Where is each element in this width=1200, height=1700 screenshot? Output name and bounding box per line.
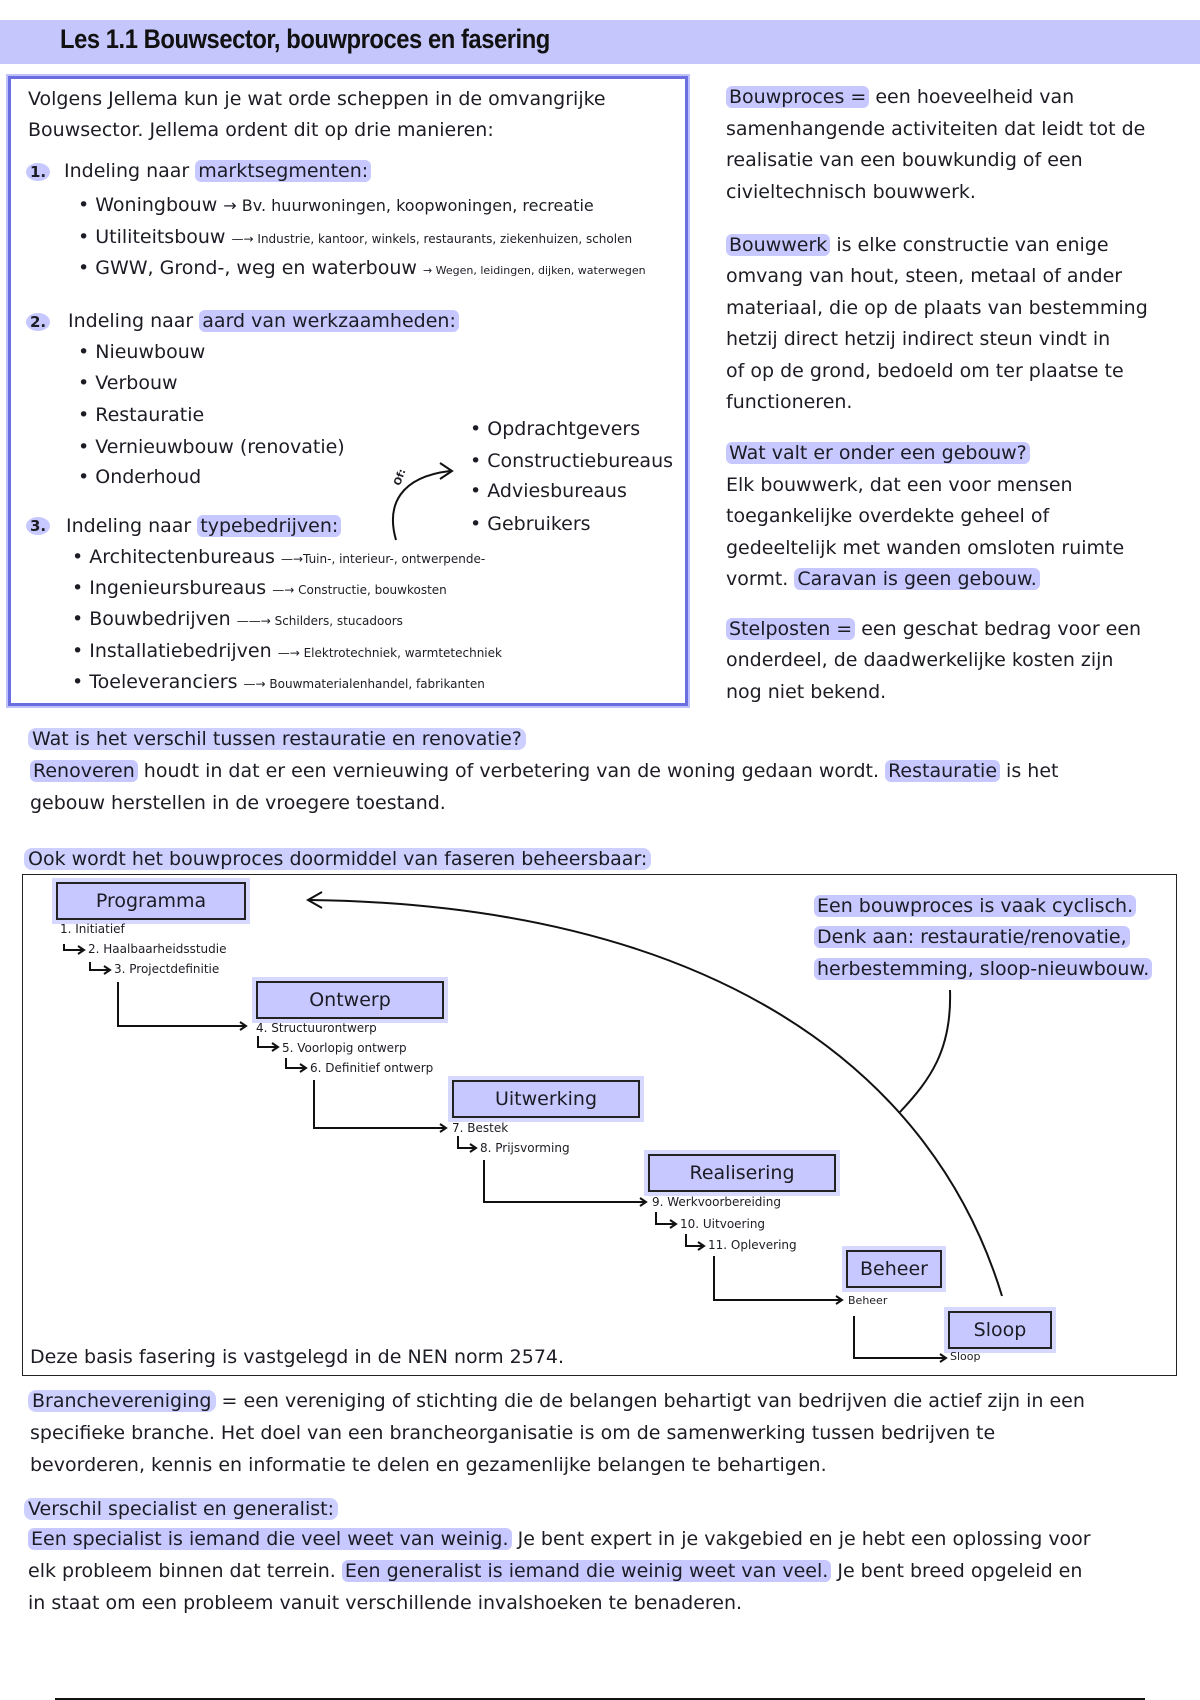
branche-term: Branchevereniging — [28, 1390, 216, 1412]
step-label: Beheer — [848, 1294, 888, 1307]
section-3-number: 3. — [26, 517, 51, 535]
gebouw-line: Elk bouwwerk, dat een voor mensen — [726, 474, 1073, 496]
title-bar — [0, 20, 1200, 64]
s2-item: • Onderhoud — [78, 466, 202, 488]
section-1-heading: Indeling naar marktsegmenten: — [64, 160, 372, 182]
restauratie-line-1: Renoveren houdt in dat er een vernieuwin… — [30, 760, 1058, 782]
s2-item: • Restauratie — [78, 404, 205, 426]
jellema-box — [8, 76, 688, 706]
gebouw-question: Wat valt er onder een gebouw? — [726, 442, 1030, 464]
s3-item: • Ingenieursbureaus —→ Constructie, bouw… — [72, 577, 447, 599]
phase-beheer: Beheer — [846, 1250, 942, 1288]
section-2-heading: Indeling naar aard van werkzaamheden: — [68, 310, 459, 332]
intro-line-1: Volgens Jellema kun je wat orde scheppen… — [28, 88, 606, 110]
bouwproces-line: samenhangende activiteiten dat leidt tot… — [726, 118, 1146, 140]
step-label: 8. Prijsvorming — [480, 1141, 570, 1155]
bottom-divider — [55, 1698, 1145, 1700]
fasering-diagram — [22, 874, 1177, 1376]
section-2-highlight: aard van werkzaamheden: — [199, 310, 459, 332]
bouwproces-line-1: Bouwproces = een hoeveelheid van — [726, 86, 1074, 108]
s2-item: • Verbouw — [78, 372, 178, 394]
stelposten-line: onderdeel, de daadwerkelijke kosten zijn — [726, 649, 1114, 671]
s3-item: • Installatiebedrijven —→ Elektrotechnie… — [72, 640, 502, 662]
bouwproces-term: Bouwproces = — [726, 86, 870, 108]
bouwproces-line: realisatie van een bouwkundig of een — [726, 149, 1083, 171]
fasering-heading: Ook wordt het bouwproces doormiddel van … — [24, 848, 652, 870]
section-1-highlight: marktsegmenten: — [195, 160, 372, 182]
bouwwerk-line: of op de grond, bedoeld om ter plaatse t… — [726, 360, 1124, 382]
s1-item: • Woningbouw → Bv. huurwoningen, koopwon… — [78, 194, 594, 216]
curved-arrow-icon — [391, 462, 454, 541]
side-item: • Gebruikers — [470, 513, 591, 535]
step-label: 11. Oplevering — [708, 1238, 797, 1252]
phase-programma: Programma — [56, 882, 246, 920]
step-label: Sloop — [950, 1350, 981, 1363]
section-1-number: 1. — [26, 163, 51, 181]
bouwwerk-line: hetzij direct hetzij indirect steun vind… — [726, 328, 1111, 350]
stelposten-term: Stelposten = — [726, 618, 856, 640]
step-label: 7. Bestek — [452, 1121, 509, 1135]
s3-item: • Architectenbureaus —→Tuin-, interieur-… — [72, 546, 486, 568]
branche-line: bevorderen, kennis en informatie te dele… — [30, 1454, 827, 1476]
section-3-heading: Indeling naar typebedrijven: — [66, 515, 342, 537]
side-item: • Adviesbureaus — [470, 480, 627, 502]
bouwwerk-term: Bouwwerk — [726, 234, 831, 256]
s1-item: • GWW, Grond-, weg en waterbouw → Wegen,… — [78, 257, 646, 279]
specialist-heading: Verschil specialist en generalist: — [24, 1498, 338, 1520]
step-label: 1. Initiatief — [60, 922, 125, 936]
step-label: 9. Werkvoorbereiding — [652, 1195, 781, 1209]
step-label: 6. Definitief ontwerp — [310, 1061, 434, 1075]
side-item: • Constructiebureaus — [470, 450, 674, 472]
side-item: • Opdrachtgevers — [470, 418, 641, 440]
nen-note: Deze basis fasering is vastgelegd in de … — [30, 1346, 565, 1368]
gebouw-line-last: vormt. Caravan is geen gebouw. — [726, 568, 1040, 590]
branche-line: specifieke branche. Het doel van een bra… — [30, 1422, 996, 1444]
bouwwerk-line: functioneren. — [726, 391, 853, 413]
stelposten-line: nog niet bekend. — [726, 681, 887, 703]
intro-line-2: Bouwsector. Jellema ordent dit op drie m… — [28, 119, 494, 141]
specialist-line-1: Een specialist is iemand die veel weet v… — [28, 1528, 1091, 1550]
phase-uitwerking: Uitwerking — [452, 1080, 640, 1118]
phase-ontwerp: Ontwerp — [256, 981, 444, 1019]
branche-line-1: Branchevereniging = een vereniging of st… — [28, 1390, 1085, 1412]
step-label: 10. Uitvoering — [680, 1217, 766, 1231]
restauratie-line-2: gebouw herstellen in de vroegere toestan… — [30, 792, 446, 814]
step-label: 4. Structuurontwerp — [256, 1021, 377, 1035]
phase-sloop: Sloop — [948, 1311, 1052, 1349]
page-title: Les 1.1 Bouwsector, bouwproces en faseri… — [60, 24, 550, 54]
s3-item: • Bouwbedrijven ——→ Schilders, stucadoor… — [72, 608, 403, 630]
section-3-highlight: typebedrijven: — [197, 515, 342, 537]
section-2-number: 2. — [26, 313, 51, 331]
s2-item: • Vernieuwbouw (renovatie) — [78, 436, 345, 458]
cyclisch-line: Een bouwproces is vaak cyclisch. — [814, 895, 1137, 917]
stelposten-line-1: Stelposten = een geschat bedrag voor een — [726, 618, 1141, 640]
bouwwerk-line-1: Bouwwerk is elke constructie van enige — [726, 234, 1109, 256]
specialist-line-3: in staat om een probleem vanuit verschil… — [28, 1592, 743, 1614]
specialist-line-2: elk probleem binnen dat terrein. Een gen… — [28, 1560, 1083, 1582]
step-label: 2. Haalbaarheidsstudie — [88, 942, 227, 956]
cyclisch-line: Denk aan: restauratie/renovatie, — [814, 926, 1130, 948]
s1-item: • Utiliteitsbouw —→ Industrie, kantoor, … — [78, 226, 633, 248]
caravan-highlight: Caravan is geen gebouw. — [794, 568, 1040, 590]
bouwwerk-line: omvang van hout, steen, metaal of ander — [726, 265, 1123, 287]
s3-item: • Toeleveranciers —→ Bouwmaterialenhande… — [72, 671, 485, 693]
gebouw-line: toegankelijke overdekte geheel of — [726, 505, 1050, 527]
restauratie-question: Wat is het verschil tussen restauratie e… — [28, 728, 526, 750]
step-label: 5. Voorlopig ontwerp — [282, 1041, 407, 1055]
step-label: 3. Projectdefinitie — [114, 962, 220, 976]
bouwwerk-line: materiaal, die op de plaats van bestemmi… — [726, 297, 1148, 319]
gebouw-line: gedeeltelijk met wanden omsloten ruimte — [726, 537, 1125, 559]
cyclisch-line: herbestemming, sloop-nieuwbouw. — [814, 958, 1153, 980]
phase-realisering: Realisering — [648, 1154, 836, 1192]
s2-item: • Nieuwbouw — [78, 341, 206, 363]
bouwproces-line: civieltechnisch bouwwerk. — [726, 181, 976, 203]
